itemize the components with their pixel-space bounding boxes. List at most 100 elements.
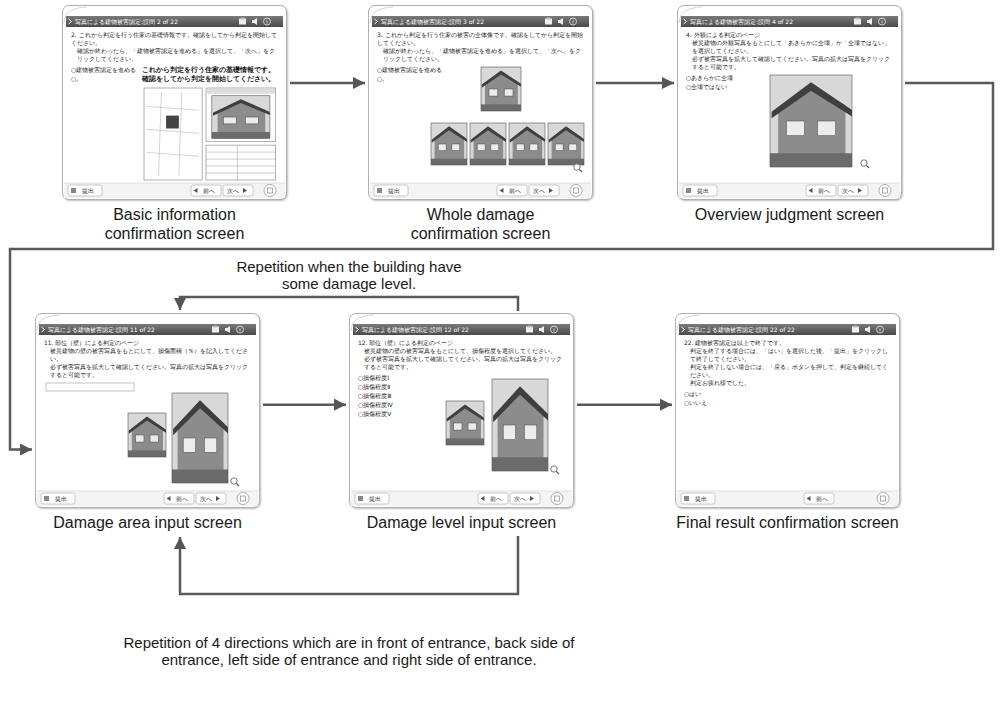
header-chevron: [684, 19, 687, 24]
instruction-text: 必ず被害写真を拡大して確認してください。写真の拡大は写真をクリックすると可能です…: [358, 355, 567, 371]
prev-button-text: 前へ: [815, 187, 833, 195]
option-column: ○損傷程度Ⅰ○損傷程度Ⅱ○損傷程度Ⅲ○損傷程度Ⅳ○損傷程度Ⅴ: [358, 374, 393, 419]
header-chevron: [42, 327, 45, 332]
header-chevron: [682, 327, 685, 332]
damage-photo: [470, 123, 506, 165]
question-text: 3. これから判定を行う住家の被害の全体像です。確認をしてから判定を開始してくだ…: [377, 31, 586, 47]
screen-frame: 写真による建物被害認定:設問 11 of 22 11. 部位（壁）による判定のペー…: [35, 313, 260, 508]
radio-option: ○損傷程度Ⅳ: [358, 401, 393, 409]
radio-option: ○。: [71, 75, 136, 83]
header-bar: [39, 324, 256, 335]
header-text: 写真による建物被害認定:設問 3 of 22: [381, 18, 484, 26]
header-text: 写真による建物被害認定:設問 4 of 22: [690, 18, 793, 26]
screen-content: 12. 部位（壁）による判定のページ被災建物の壁の被害写真をもとにして、損傷程度…: [358, 339, 567, 419]
screen-content: 4. 外観による判定のページ被災建物の外観写真をもとにして「あきらかに全壊」か「…: [686, 31, 895, 92]
screen-frame: 写真による建物被害認定:設問 3 of 22 3. これから判定を行う住家の被害の…: [368, 5, 593, 200]
input-field: [46, 383, 134, 391]
screen-images: [144, 88, 276, 180]
header-text: 写真による建物被害認定:設問 11 of 22: [48, 326, 155, 334]
header-icons: [526, 326, 558, 334]
screen-node: 写真による建物被害認定:設問 22 of 22 22. 建物被害認定は以上で終了で…: [675, 313, 900, 532]
flow-arrow: [180, 536, 518, 594]
screen-node: 写真による建物被害認定:設問 4 of 22 4. 外観による判定のページ被災建物…: [677, 5, 902, 224]
radio-option: ○損傷程度Ⅱ: [358, 383, 393, 391]
radio-option: ○建物被害認定を進める: [71, 66, 136, 74]
notice-column: [448, 66, 586, 84]
option-column: ○建物被害認定を進める○。: [377, 66, 442, 84]
bottom-bar: [64, 183, 285, 198]
screen-node: 写真による建物被害認定:設問 12 of 22 12. 部位（壁）による判定のペー…: [349, 313, 574, 532]
screen-content: 2. これから判定を行う住家の基礎情報です。確認をしてから判定を開始してください…: [71, 31, 280, 84]
radio-option: ○建物被害認定を進める: [377, 66, 442, 74]
instruction-text: 被災建物の壁の被害写真をもとにして、損傷面積（％）を記入してください。: [44, 347, 253, 363]
zoom-icon: [551, 466, 559, 474]
damage-photo: [128, 413, 166, 457]
header-icons: [212, 326, 244, 334]
header-bar: [372, 16, 589, 27]
prev-button-text: 前へ: [813, 495, 831, 503]
flow-arrow: [596, 82, 674, 85]
instruction-text: 被災建物の外観写真をもとにして「あきらかに全壊」か「全壊ではない」を選択してくだ…: [686, 39, 895, 55]
damage-photo: [172, 393, 228, 483]
damage-photo: [509, 123, 545, 165]
screen-images: [431, 67, 584, 172]
header-text: 写真による建物被害認定:設問 22 of 22: [688, 326, 795, 334]
header-bar: [353, 324, 570, 335]
screen-images: [46, 383, 239, 486]
screen-caption: Damage level input screen: [337, 513, 587, 532]
screen-caption: Whole damage confirmation screen: [401, 205, 561, 243]
submit-button-text: 提出: [693, 187, 713, 195]
screen-images: [446, 379, 559, 474]
info-table: [206, 145, 276, 180]
header-icons: [239, 18, 271, 26]
header-text: 写真による建物被害認定:設問 12 of 22: [362, 326, 469, 334]
prev-button-text: 前へ: [200, 187, 218, 195]
instruction-text: 必ず被害写真を拡大して確認してください。写真の拡大は写真をクリックすると可能です…: [686, 55, 895, 71]
bottom-bar: [37, 491, 258, 506]
option-row: ○損傷程度Ⅰ○損傷程度Ⅱ○損傷程度Ⅲ○損傷程度Ⅳ○損傷程度Ⅴ: [358, 374, 567, 419]
question-block: 11. 部位（壁）による判定のページ被災建物の壁の被害写真をもとにして、損傷面積…: [44, 339, 253, 379]
submit-button-text: 提出: [78, 187, 98, 195]
prev-button-text: 前へ: [506, 187, 524, 195]
instruction-text: 必ず被害写真を拡大して確認してください。写真の拡大は写真をクリックすると可能です…: [44, 363, 253, 379]
flow-arrow: [263, 403, 346, 406]
flow-arrow: [290, 82, 365, 85]
header-bar: [679, 324, 896, 335]
screen-caption: Damage area input screen: [23, 513, 273, 532]
screen-node: 写真による建物被害認定:設問 3 of 22 3. これから判定を行う住家の被害の…: [368, 5, 593, 243]
question-text: 11. 部位（壁）による判定のページ: [44, 339, 253, 347]
flow-arrow: [577, 403, 672, 406]
option-row: ○あきらかに全壊○全壊ではない: [686, 74, 895, 92]
radio-option: ○。: [377, 75, 442, 83]
header-chevron: [69, 19, 72, 24]
damage-photo: [446, 401, 484, 445]
radio-option: ○いいえ: [684, 399, 707, 407]
option-row: ○建物被害認定を進める○。: [377, 66, 586, 84]
option-row: ○建物被害認定を進める○。これから判定を行う住家の基礎情報です。確認をしてから判…: [71, 66, 280, 84]
question-block: 22. 建物被害認定は以上で終了です。判定を終了する場合には、「はい」を選択した…: [684, 339, 893, 387]
question-block: 2. これから判定を行う住家の基礎情報です。確認をしてから判定を開始してください…: [71, 31, 280, 63]
radio-option: ○あきらかに全壊: [686, 74, 733, 82]
submit-button-text: 提出: [51, 495, 71, 503]
screen-frame: 写真による建物被害認定:設問 2 of 222. これから判定を行う住家の基礎情…: [62, 5, 287, 200]
damage-photo: [431, 123, 467, 165]
question-text: 22. 建物被害認定は以上で終了です。: [684, 339, 893, 347]
option-row: ○はい○いいえ: [684, 390, 893, 408]
radio-option: ○損傷程度Ⅲ: [358, 392, 393, 400]
header-bar: [681, 16, 898, 27]
option-column: ○あきらかに全壊○全壊ではない: [686, 74, 733, 92]
damage-photo: [212, 96, 270, 139]
next-button-text: 次へ: [530, 187, 548, 195]
header-icons: [852, 326, 884, 334]
damage-photo: [770, 75, 852, 167]
notice-column: [739, 74, 895, 92]
instruction-text: 判定お疲れ様でした。: [684, 379, 893, 387]
loop-label: Repetition when the building have some d…: [217, 258, 482, 292]
radio-option: ○はい: [684, 390, 707, 398]
header-bar: [66, 16, 283, 27]
question-block: 12. 部位（壁）による判定のページ被災建物の壁の被害写真をもとにして、損傷程度…: [358, 339, 567, 371]
instruction-text: 確認が終わったら、「建物被害認定を進める」を選択して、「次へ」をクリックしてくだ…: [377, 47, 586, 63]
loop-label: Repetition of 4 directions which are in …: [92, 634, 607, 668]
screen-caption: Overview judgment screen: [665, 205, 915, 224]
screen-images: [770, 75, 869, 168]
